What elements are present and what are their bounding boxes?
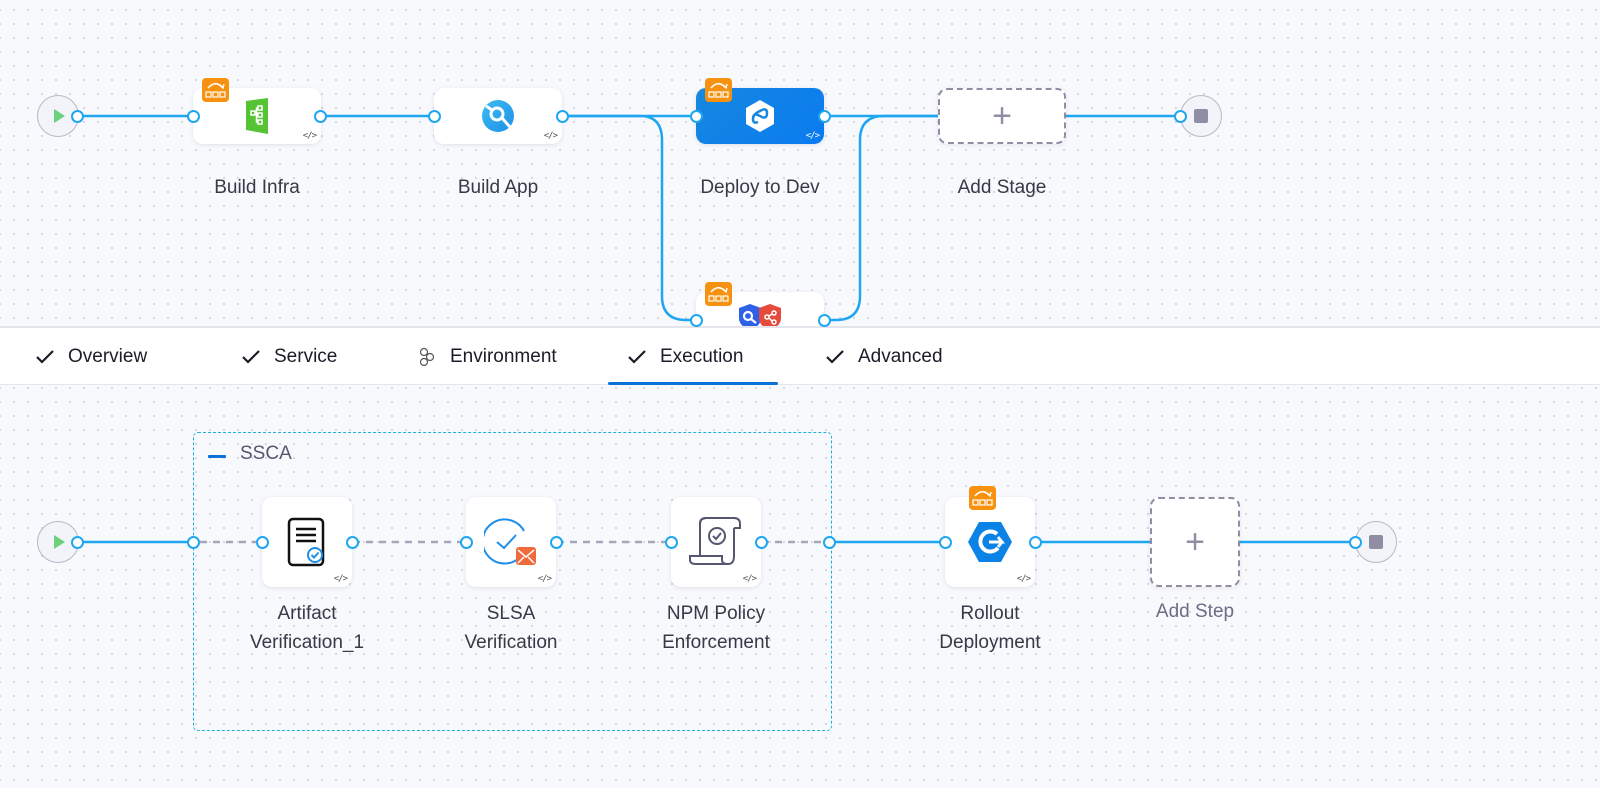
stage-build-app[interactable]: </> (434, 88, 562, 144)
code-icon: </> (302, 131, 317, 141)
step-slsa-verification[interactable]: </> (466, 497, 556, 587)
port[interactable] (690, 314, 703, 327)
step-label: NPM Policy Enforcement (662, 603, 770, 653)
add-stage-label: Add Stage (957, 177, 1047, 198)
code-icon: </> (805, 131, 820, 141)
check-icon (824, 346, 846, 368)
port[interactable] (556, 110, 569, 123)
build-stage-icon (482, 100, 514, 132)
port[interactable] (690, 110, 703, 123)
port[interactable] (71, 536, 84, 549)
port[interactable] (665, 536, 678, 549)
rollout-deployment-icon (968, 522, 1012, 562)
code-icon: </> (742, 574, 757, 584)
step-label: Rollout Deployment (939, 603, 1041, 653)
strategy-badge-icon (705, 282, 732, 306)
security-tests-icon (739, 304, 781, 326)
port[interactable] (818, 314, 831, 327)
plus-icon: + (1185, 523, 1205, 561)
port[interactable] (818, 110, 831, 123)
step-artifact-verification[interactable]: </> (262, 497, 352, 587)
stage-label: Deploy to Dev (700, 177, 820, 198)
stage-build-infra[interactable]: </> (193, 88, 321, 144)
plus-icon: + (992, 97, 1012, 135)
step-label: Artifact Verification_1 (249, 603, 365, 653)
tab-label: Advanced (858, 345, 943, 367)
port[interactable] (428, 110, 441, 123)
port[interactable] (187, 536, 200, 549)
tab-execution[interactable]: Execution (626, 328, 743, 385)
strategy-badge-icon (969, 486, 996, 510)
terraform-infra-icon (246, 98, 268, 134)
check-icon (626, 346, 648, 368)
step-rollout-deployment[interactable]: </> (945, 497, 1035, 587)
port[interactable] (1174, 110, 1187, 123)
code-icon: </> (1016, 574, 1031, 584)
minus-icon[interactable] (208, 455, 226, 458)
tab-overview[interactable]: Overview (34, 328, 147, 385)
port[interactable] (256, 536, 269, 549)
tab-advanced[interactable]: Advanced (824, 328, 943, 385)
wire (825, 114, 938, 322)
tab-label: Environment (450, 345, 557, 367)
port[interactable] (1029, 536, 1042, 549)
stop-icon (1369, 535, 1383, 549)
step-npm-policy-enforcement[interactable]: </> (671, 497, 761, 587)
pipeline-end-node (1180, 95, 1222, 137)
port[interactable] (346, 536, 359, 549)
port[interactable] (460, 536, 473, 549)
check-icon (34, 346, 56, 368)
tab-label: Service (274, 345, 338, 367)
deploy-stage-icon (746, 100, 774, 132)
port[interactable] (823, 536, 836, 549)
tab-environment[interactable]: Environment (416, 328, 557, 385)
stage-tabs: Overview Service Environment Execution A… (0, 326, 1600, 385)
tab-service[interactable]: Service (240, 328, 337, 385)
active-tab-indicator (608, 382, 778, 385)
port[interactable] (550, 536, 563, 549)
port[interactable] (939, 536, 952, 549)
strategy-badge-icon (202, 78, 229, 102)
slsa-verification-icon (484, 518, 536, 565)
port[interactable] (187, 110, 200, 123)
add-step-button[interactable]: + (1150, 497, 1240, 587)
stop-icon (1194, 109, 1208, 123)
code-icon: </> (333, 574, 348, 584)
add-stage-button[interactable]: + (938, 88, 1066, 144)
stage-label: Build App (457, 177, 539, 198)
port[interactable] (755, 536, 768, 549)
play-icon (54, 535, 65, 549)
artifact-verification-icon (287, 517, 325, 567)
code-icon: </> (543, 131, 558, 141)
play-icon (54, 109, 65, 123)
wire (562, 114, 696, 322)
tab-label: Execution (660, 345, 744, 367)
port[interactable] (71, 110, 84, 123)
check-icon (240, 346, 262, 368)
step-group-ssca (193, 432, 832, 731)
port[interactable] (314, 110, 327, 123)
strategy-badge-icon (705, 78, 732, 102)
tab-label: Overview (68, 345, 148, 367)
code-icon: </> (537, 574, 552, 584)
port[interactable] (1349, 536, 1362, 549)
policy-enforcement-icon (689, 517, 741, 565)
stage-label: Build Infra (214, 177, 300, 198)
add-step-label: Add Step (1155, 601, 1235, 622)
step-group-title: SSCA (240, 443, 292, 464)
environment-icon (416, 346, 438, 368)
step-label: SLSA Verification (464, 603, 558, 653)
